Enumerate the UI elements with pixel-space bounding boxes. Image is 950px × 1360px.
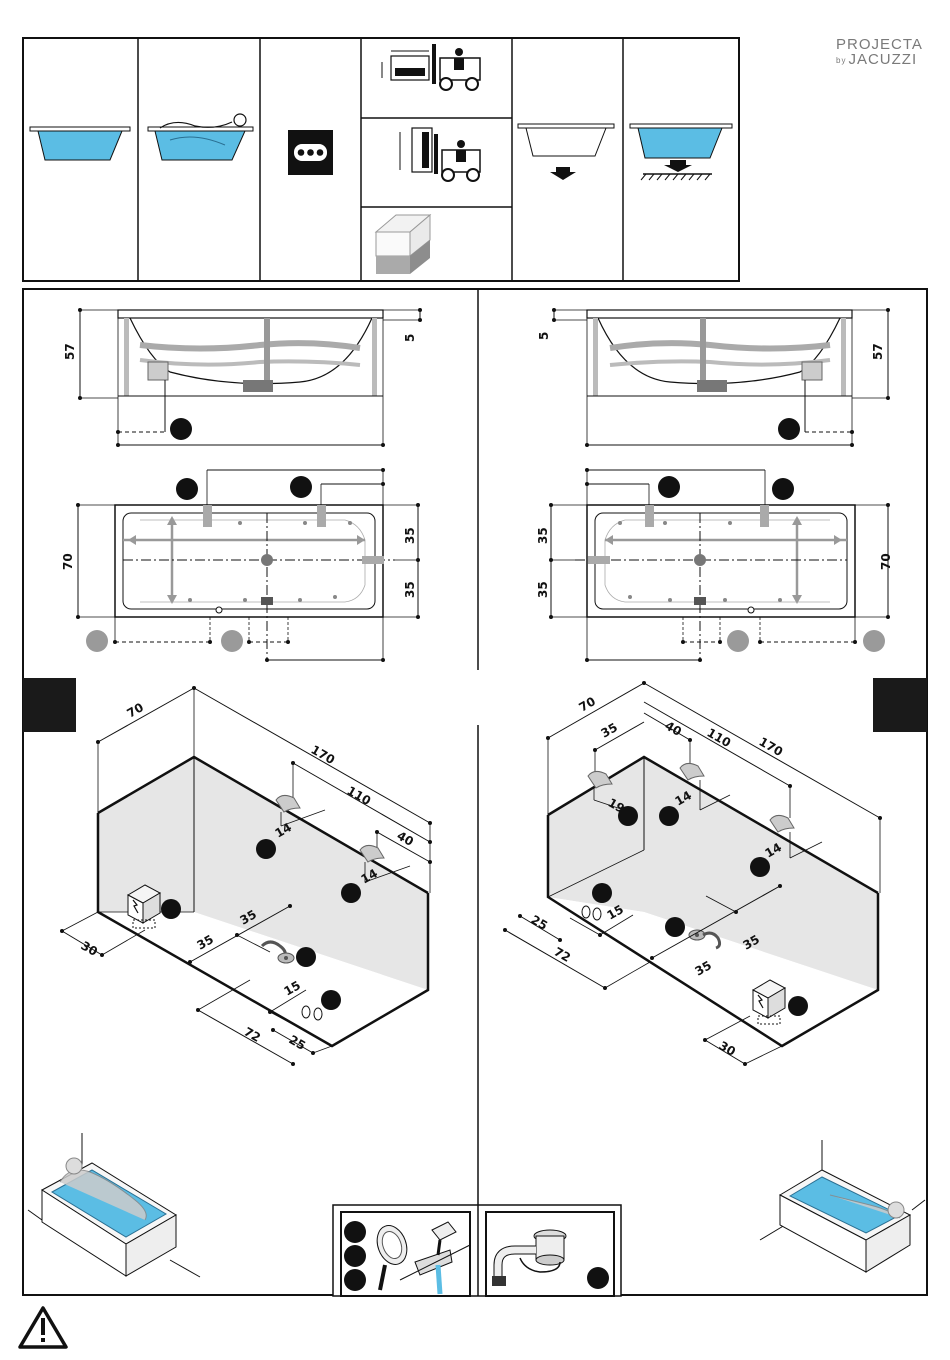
dim-width-right: 70 [879, 553, 893, 570]
bath-person-left-illustration [28, 1133, 200, 1277]
plan-view-left: 70 35 35 [61, 468, 420, 662]
marker-black [750, 857, 770, 877]
side-elevation-left: 57 5 [63, 308, 422, 447]
marker-black [344, 1269, 366, 1291]
marker-black [772, 478, 794, 500]
marker-black [659, 806, 679, 826]
dim-iso-left-72: 72 [242, 1024, 263, 1044]
bath-person-right-illustration [760, 1140, 925, 1272]
marker-black [665, 917, 685, 937]
dim-iso-left-170: 170 [309, 742, 338, 767]
dim-iso-right-40: 40 [663, 718, 684, 738]
marker-black [778, 418, 800, 440]
forklift-horizontal-icon [382, 44, 480, 90]
isometric-left: 70 170 110 40 14 14 [60, 686, 432, 1066]
marker-black [176, 478, 198, 500]
dim-half-b-right: 35 [536, 581, 550, 598]
dim-iso-right-25: 25 [529, 912, 550, 932]
marker-black [341, 883, 361, 903]
icon-strip [23, 38, 739, 281]
dim-iso-left-70: 70 [125, 700, 146, 720]
dim-iso-left-30: 30 [79, 938, 100, 958]
dim-iso-right-30: 30 [717, 1038, 738, 1058]
marker-grey [863, 630, 885, 652]
marker-black [170, 418, 192, 440]
side-tab-left [23, 678, 76, 732]
marker-black [344, 1221, 366, 1243]
warning-icon [20, 1308, 66, 1347]
dim-width-left: 70 [61, 553, 75, 570]
tub-water-icon [30, 127, 130, 160]
dim-iso-right-72: 72 [552, 944, 573, 964]
dim-half-a-left: 35 [403, 527, 417, 544]
packaging-box-icon [376, 215, 430, 274]
marker-black [296, 947, 316, 967]
marker-black [658, 476, 680, 498]
dim-height-left: 57 [63, 343, 77, 360]
dim-half-b-left: 35 [403, 581, 417, 598]
marker-black [344, 1245, 366, 1267]
electrical-socket-icon [288, 130, 333, 175]
dim-iso-right-110: 110 [705, 725, 734, 750]
marker-black [618, 806, 638, 826]
marker-black [290, 476, 312, 498]
tub-floor-icon [630, 124, 732, 180]
forklift-vertical-icon [400, 128, 480, 181]
marker-black [587, 1267, 609, 1289]
dim-iso-left-110: 110 [345, 783, 374, 808]
dim-rim-left: 5 [403, 334, 417, 342]
side-tab-right [873, 678, 927, 732]
marker-grey [727, 630, 749, 652]
dim-iso-left-25: 25 [287, 1032, 308, 1052]
marker-grey [86, 630, 108, 652]
marker-grey [221, 630, 243, 652]
side-elevation-right: 5 57 [537, 308, 890, 447]
marker-black [592, 883, 612, 903]
marker-black [321, 990, 341, 1010]
dim-height-right: 57 [871, 343, 885, 360]
marker-black [161, 899, 181, 919]
dim-half-a-right: 35 [536, 527, 550, 544]
isometric-right: 70 170 110 40 35 19 14 14 [503, 681, 882, 1066]
tub-person-icon [148, 114, 253, 160]
dim-rim-right: 5 [537, 332, 551, 340]
marker-black [256, 839, 276, 859]
bottom-center-frames [333, 1205, 621, 1296]
tub-drain-icon [518, 124, 614, 180]
marker-black [788, 996, 808, 1016]
plan-view-right: 35 35 70 [536, 468, 893, 662]
